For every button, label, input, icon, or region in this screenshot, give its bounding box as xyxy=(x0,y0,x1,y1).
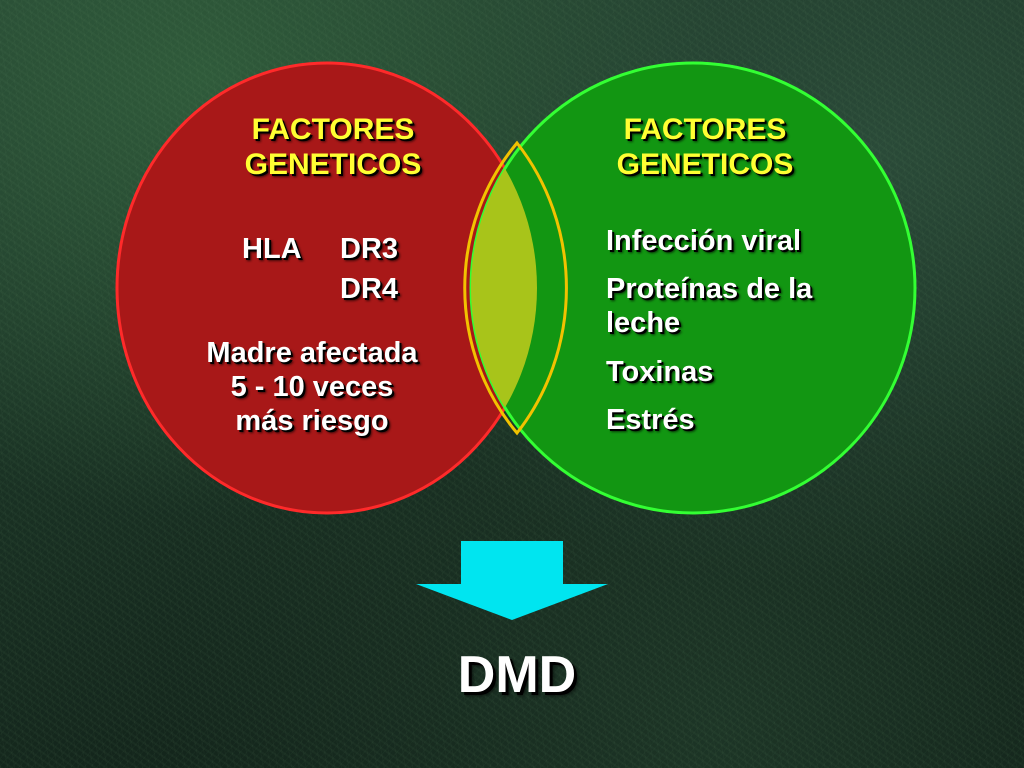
environmental-factors-list: Infección viral Proteínas de la leche To… xyxy=(606,224,812,451)
left-title-line2: GENETICOS xyxy=(244,148,422,182)
result-label: DMD xyxy=(457,646,577,704)
list-item: Proteínas de la leche xyxy=(606,272,812,340)
overlap-outline xyxy=(463,140,568,436)
madre-afectada-note: Madre afectada 5 - 10 veces más riesgo xyxy=(180,336,444,439)
left-title-line1: FACTORES xyxy=(251,113,415,146)
right-title-line1: FACTORES xyxy=(623,113,787,146)
madre-line1: Madre afectada xyxy=(206,337,418,369)
list-item: Infección viral xyxy=(606,225,802,257)
list-item-line: leche xyxy=(606,307,681,340)
right-title-line2: GENETICOS xyxy=(616,148,794,182)
left-circle-title: FACTORES GENETICOS xyxy=(228,112,438,183)
madre-line2: 5 - 10 veces xyxy=(230,371,394,404)
madre-line3: más riesgo xyxy=(235,405,389,438)
list-item: Toxinas xyxy=(606,355,714,388)
list-item-line: Proteínas de la xyxy=(606,273,813,306)
right-circle-title: FACTORES GENETICOS xyxy=(600,112,810,183)
list-item: Estrés xyxy=(606,403,695,436)
down-arrow-icon xyxy=(416,541,608,620)
hla-label: HLA xyxy=(242,233,302,265)
dr4-label: DR4 xyxy=(340,273,399,305)
dr3-label: DR3 xyxy=(340,233,399,265)
